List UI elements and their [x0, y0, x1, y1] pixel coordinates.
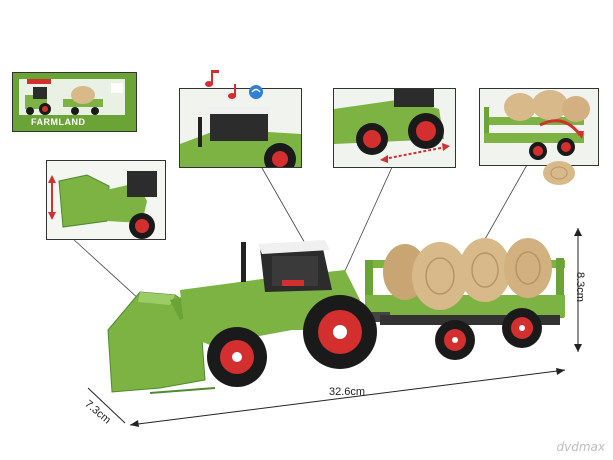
package-brand: FARMLAND	[31, 117, 86, 127]
tractor-front-wheel	[207, 327, 267, 387]
length-label: 32.6cm	[329, 386, 366, 398]
sound-wave-icon	[249, 85, 263, 99]
tractor-rear-wheel	[303, 295, 377, 369]
callout-lines	[71, 162, 529, 301]
trailer-wheel	[435, 320, 475, 360]
inset-sound	[179, 88, 302, 168]
loose-hay-bale	[543, 161, 575, 185]
trailer	[330, 238, 565, 360]
package-image	[13, 73, 136, 131]
dimension-lines	[87, 228, 579, 426]
inset-loader	[46, 160, 166, 240]
watermark: dvdmax	[556, 440, 605, 454]
height-label: 8.3cm	[574, 272, 586, 302]
music-note-icon	[205, 70, 219, 87]
inset-trailer	[479, 88, 599, 166]
music-note-icon	[228, 84, 236, 99]
left-right-arrow-icon	[380, 143, 450, 163]
trailer-wheel	[502, 308, 542, 348]
inset-package: FARMLAND	[12, 72, 137, 132]
inset-wheels	[333, 88, 456, 168]
hay-bale	[383, 238, 552, 310]
up-down-arrow-icon	[48, 175, 56, 220]
tractor	[107, 240, 377, 393]
